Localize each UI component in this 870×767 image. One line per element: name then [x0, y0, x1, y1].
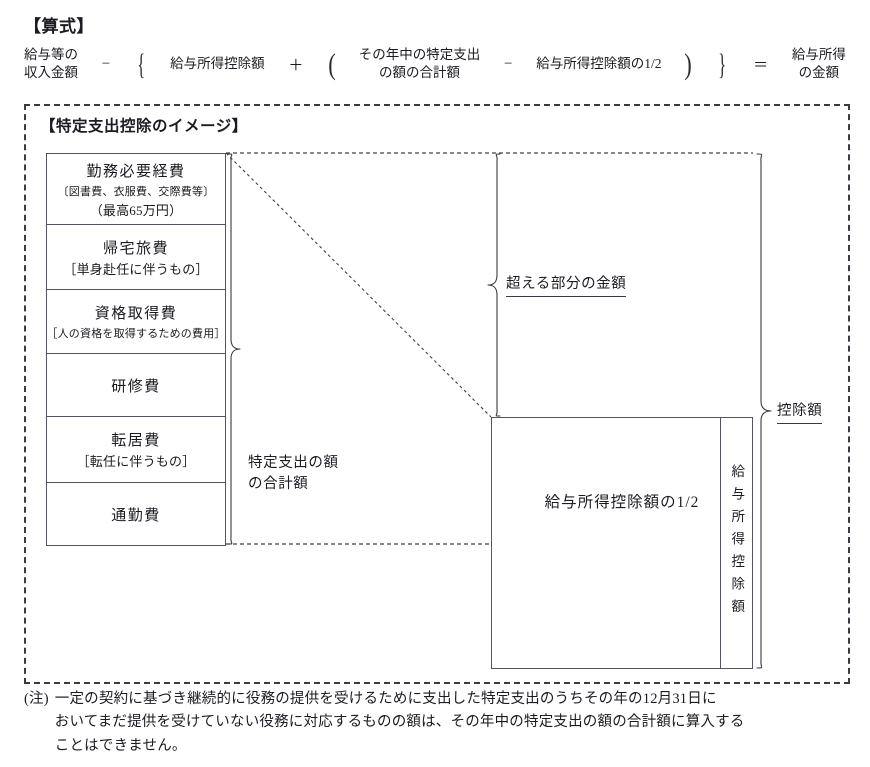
expense-cell-training: 研修費	[47, 354, 225, 417]
formula-operator-equals: ＝	[753, 57, 769, 74]
footnote-line-3: ことはできません。	[54, 737, 187, 754]
expense-sub2-work-necessary: （最高65万円）	[89, 202, 183, 218]
label-specified-expense-total-line2: の合計額	[248, 476, 309, 493]
label-specified-expense-total-line1: 特定支出の額	[248, 455, 339, 471]
formula-heading: 【算式】	[24, 17, 94, 36]
specified-expense-deduction-image-box: 【特定支出控除のイメージ】 勤務必要経費 〔図書費、衣服費、交際費等〕 （最高6…	[24, 104, 850, 684]
formula-term-employment-deduction-line1: 給与所得控除額	[170, 55, 265, 71]
expense-title-relocation: 転居費	[111, 433, 161, 449]
formula-term-salary-income-line2: 収入金額	[24, 65, 78, 80]
expense-title-qualification: 資格取得費	[94, 306, 178, 322]
footnote-text: 一定の契約に基づき継続的に役務の提供を受けるために支出した特定支出のうちその年の…	[55, 688, 854, 758]
footnote-row: (注) 一定の契約に基づき継続的に役務の提供を受けるために支出した特定支出のうち…	[24, 688, 854, 758]
formula-term-result-line2: の金額	[798, 65, 840, 80]
half-employment-deduction-label: 給与所得控除額の1/2	[544, 494, 700, 511]
label-deduction-amount: 控除額	[777, 401, 823, 425]
formula-section: 【算式】 給与等の 収入金額 − { 給与所得控除額 ＋ ( その年中の特定支出…	[0, 0, 870, 96]
brace-deduction-amount	[756, 153, 772, 669]
employment-deduction-vertical-label: 給与所得控除額	[729, 464, 745, 622]
footnote-marker: (注)	[24, 691, 49, 707]
image-box-heading: 【特定支出控除のイメージ】	[40, 118, 248, 135]
expense-title-work-necessary: 勤務必要経費	[86, 163, 186, 180]
expense-sub-qualification: ［人の資格を取得するための費用］	[46, 328, 226, 340]
footnote-line-1: 一定の契約に基づき継続的に役務の提供を受けるために支出した特定支出のうちその年の…	[54, 691, 717, 707]
label-deduction-amount-text: 控除額	[777, 401, 823, 425]
brace-specified-expense-total	[227, 153, 241, 545]
formula-operator-minus-1: −	[101, 55, 111, 72]
expense-category-column: 勤務必要経費 〔図書費、衣服費、交際費等〕 （最高65万円） 帰宅旅費 ［単身赴…	[46, 153, 226, 546]
formula-term-result: 給与所得 の金額	[792, 46, 846, 82]
formula-operator-plus: ＋	[288, 57, 304, 74]
label-excess-amount-text: 超える部分の金額	[506, 274, 627, 298]
formula-term-half-deduction: 給与所得控除額の1/2	[536, 55, 661, 73]
footnote-block: (注) 一定の契約に基づき継続的に役務の提供を受けるために支出した特定支出のうち…	[24, 688, 854, 758]
expense-title-return-home-travel: 帰宅旅費	[102, 240, 169, 257]
expense-cell-qualification: 資格取得費 ［人の資格を取得するための費用］	[46, 290, 226, 354]
formula-term-half-deduction-line1: 給与所得控除額の1/2	[536, 55, 662, 71]
half-employment-deduction-box: 給与所得控除額の1/2	[491, 417, 753, 669]
formula-term-specified-expense-total-line1: その年中の特定支出	[358, 46, 481, 62]
expense-cell-commuting: 通勤費	[47, 483, 225, 545]
footnote-line-2: おいてまだ提供を受けていない役務に対応するものの額は、その年中の特定支出の額の合…	[54, 714, 745, 731]
expense-sub-work-necessary: 〔図書費、衣服費、交際費等〕	[57, 185, 215, 198]
expense-title-training: 研修費	[111, 378, 161, 395]
employment-deduction-vertical-strip: 給与所得控除額	[720, 417, 753, 669]
expense-cell-relocation: 転居費 ［転任に伴うもの］	[47, 417, 225, 483]
formula-term-result-line1: 給与所得	[791, 46, 846, 62]
formula-term-specified-expense-total: その年中の特定支出 の額の合計額	[359, 46, 481, 82]
expense-title-commuting: 通勤費	[111, 507, 161, 524]
expense-sub-return-home-travel: ［単身赴任に伴うもの］	[63, 261, 209, 277]
formula-term-employment-deduction: 給与所得控除額	[170, 55, 265, 73]
formula-paren-open: (	[328, 47, 336, 81]
brace-excess-amount	[487, 153, 501, 417]
formula-brace-close: }	[718, 47, 727, 81]
formula-term-specified-expense-total-line2: の額の合計額	[379, 65, 461, 80]
formula-operator-minus-2: −	[504, 55, 513, 72]
expense-cell-work-necessary: 勤務必要経費 〔図書費、衣服費、交際費等〕 （最高65万円）	[47, 154, 225, 225]
expense-cell-return-home-travel: 帰宅旅費 ［単身赴任に伴うもの］	[47, 225, 225, 290]
formula-paren-close: )	[684, 47, 692, 81]
label-specified-expense-total: 特定支出の額 の合計額	[248, 453, 339, 495]
formula-term-salary-income: 給与等の 収入金額	[24, 46, 78, 82]
formula-brace-open: {	[137, 47, 146, 81]
formula-expression: 給与等の 収入金額 − { 給与所得控除額 ＋ ( その年中の特定支出 の額の合…	[24, 42, 846, 86]
label-excess-amount: 超える部分の金額	[506, 274, 627, 298]
formula-term-salary-income-line1: 給与等の	[24, 46, 78, 62]
expense-sub-relocation: ［転任に伴うもの］	[76, 454, 196, 469]
